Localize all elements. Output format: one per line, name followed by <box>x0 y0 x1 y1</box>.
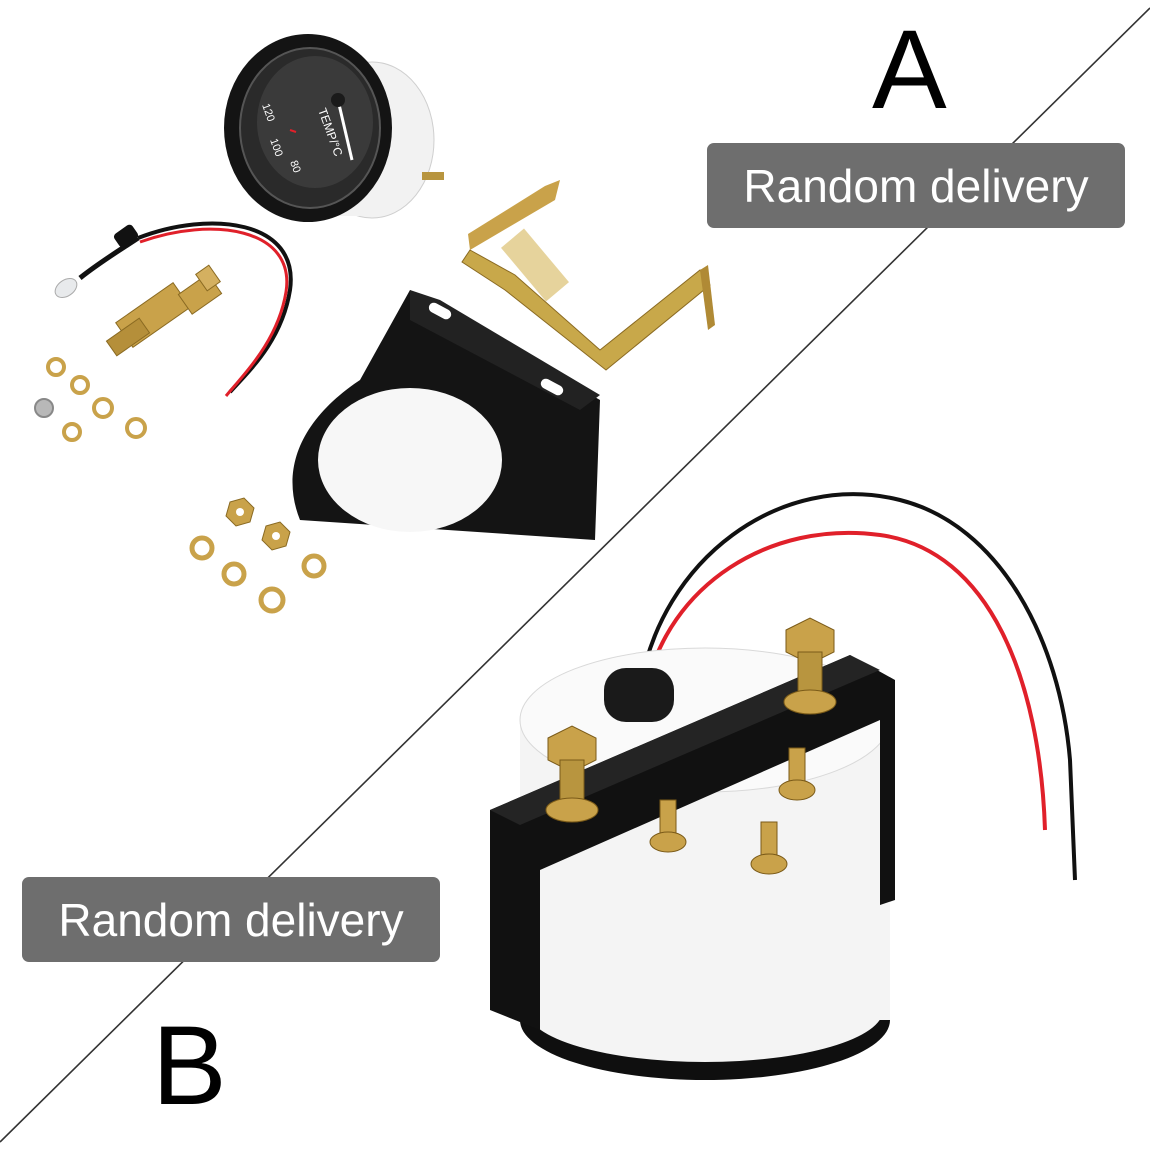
terminal-post-1 <box>649 799 687 853</box>
gauge-tick-100: 100 <box>267 137 285 158</box>
mounting-cup-bracket <box>292 290 600 540</box>
bracket-stud-right <box>783 617 837 715</box>
random-delivery-badge-b: Random delivery <box>22 877 440 962</box>
option-b-label: B <box>152 1003 227 1128</box>
gauge-a: TEMP/°C 80 100 120 <box>224 34 444 222</box>
u-clamp-bracket <box>461 180 715 371</box>
bracket-stud-left <box>545 725 599 823</box>
gauge-b <box>490 492 1077 1080</box>
terminal-post-2 <box>778 747 816 801</box>
random-delivery-badge-a: Random delivery <box>707 143 1125 228</box>
option-a-label: A <box>872 7 947 132</box>
terminal-post-3 <box>750 821 788 875</box>
gauge-tick-80: 80 <box>287 159 302 175</box>
temperature-sensor <box>54 221 293 397</box>
washers-group-a <box>34 357 147 442</box>
gauge-tick-120: 120 <box>259 102 277 123</box>
nuts-washers-group-b <box>189 497 327 614</box>
